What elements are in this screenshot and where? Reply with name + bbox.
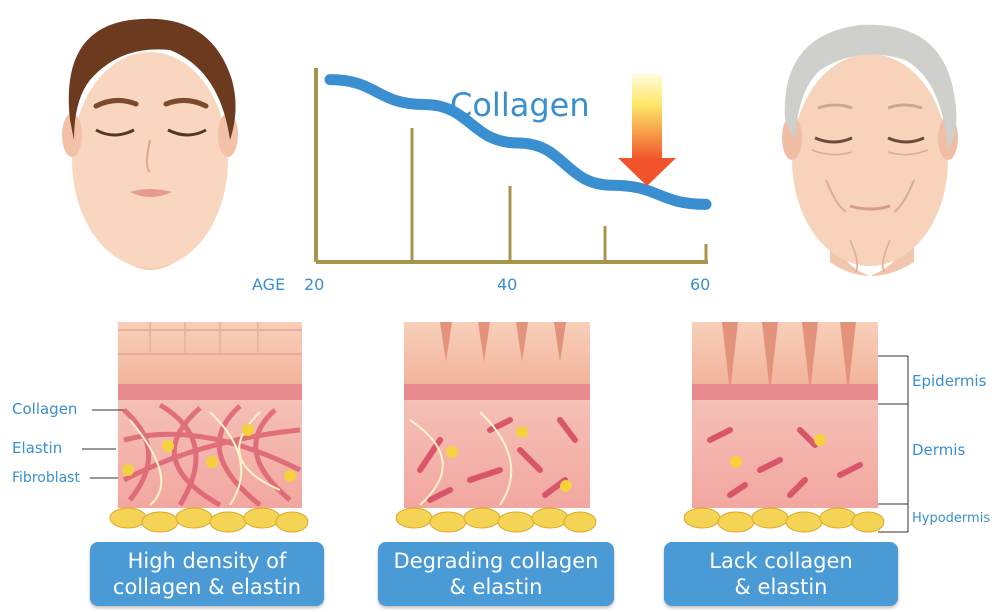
caption-line-1: Degrading collagen [393,549,599,573]
label-fibroblast: Fibroblast [12,470,80,486]
leader-lines [82,355,909,533]
caption-line-2: & elastin [449,575,543,599]
age-axis-label: AGE [252,275,286,294]
collagen-graph [314,68,712,264]
caption-line-2: collagen & elastin [112,575,302,599]
caption-line-1: High density of [127,549,287,573]
label-hypodermis: Hypodermis [912,511,991,526]
caption-line-1: Lack collagen [709,549,853,573]
label-epidermis: Epidermis [912,372,987,390]
skin-block-lacking [683,322,885,533]
caption-badge-lacking: Lack collagen & elastin [664,542,898,606]
label-dermis: Dermis [912,441,966,459]
down-arrow-icon [618,74,676,186]
tick-label-40: 40 [497,275,518,294]
old-face-icon [782,24,958,276]
graph-title: Collagen [450,86,590,124]
skin-block-healthy [109,322,309,533]
skin-block-degrading [395,322,597,533]
caption-badge-degrading: Degrading collagen & elastin [378,542,614,606]
caption-line-2: & elastin [734,575,828,599]
caption-badge-healthy: High density of collagen & elastin [90,542,324,606]
collagen-curve [324,74,712,210]
young-face-icon [62,18,238,270]
tick-label-20: 20 [304,275,325,294]
tick-label-60: 60 [690,275,711,294]
label-collagen: Collagen [12,400,78,418]
label-elastin: Elastin [12,439,63,457]
